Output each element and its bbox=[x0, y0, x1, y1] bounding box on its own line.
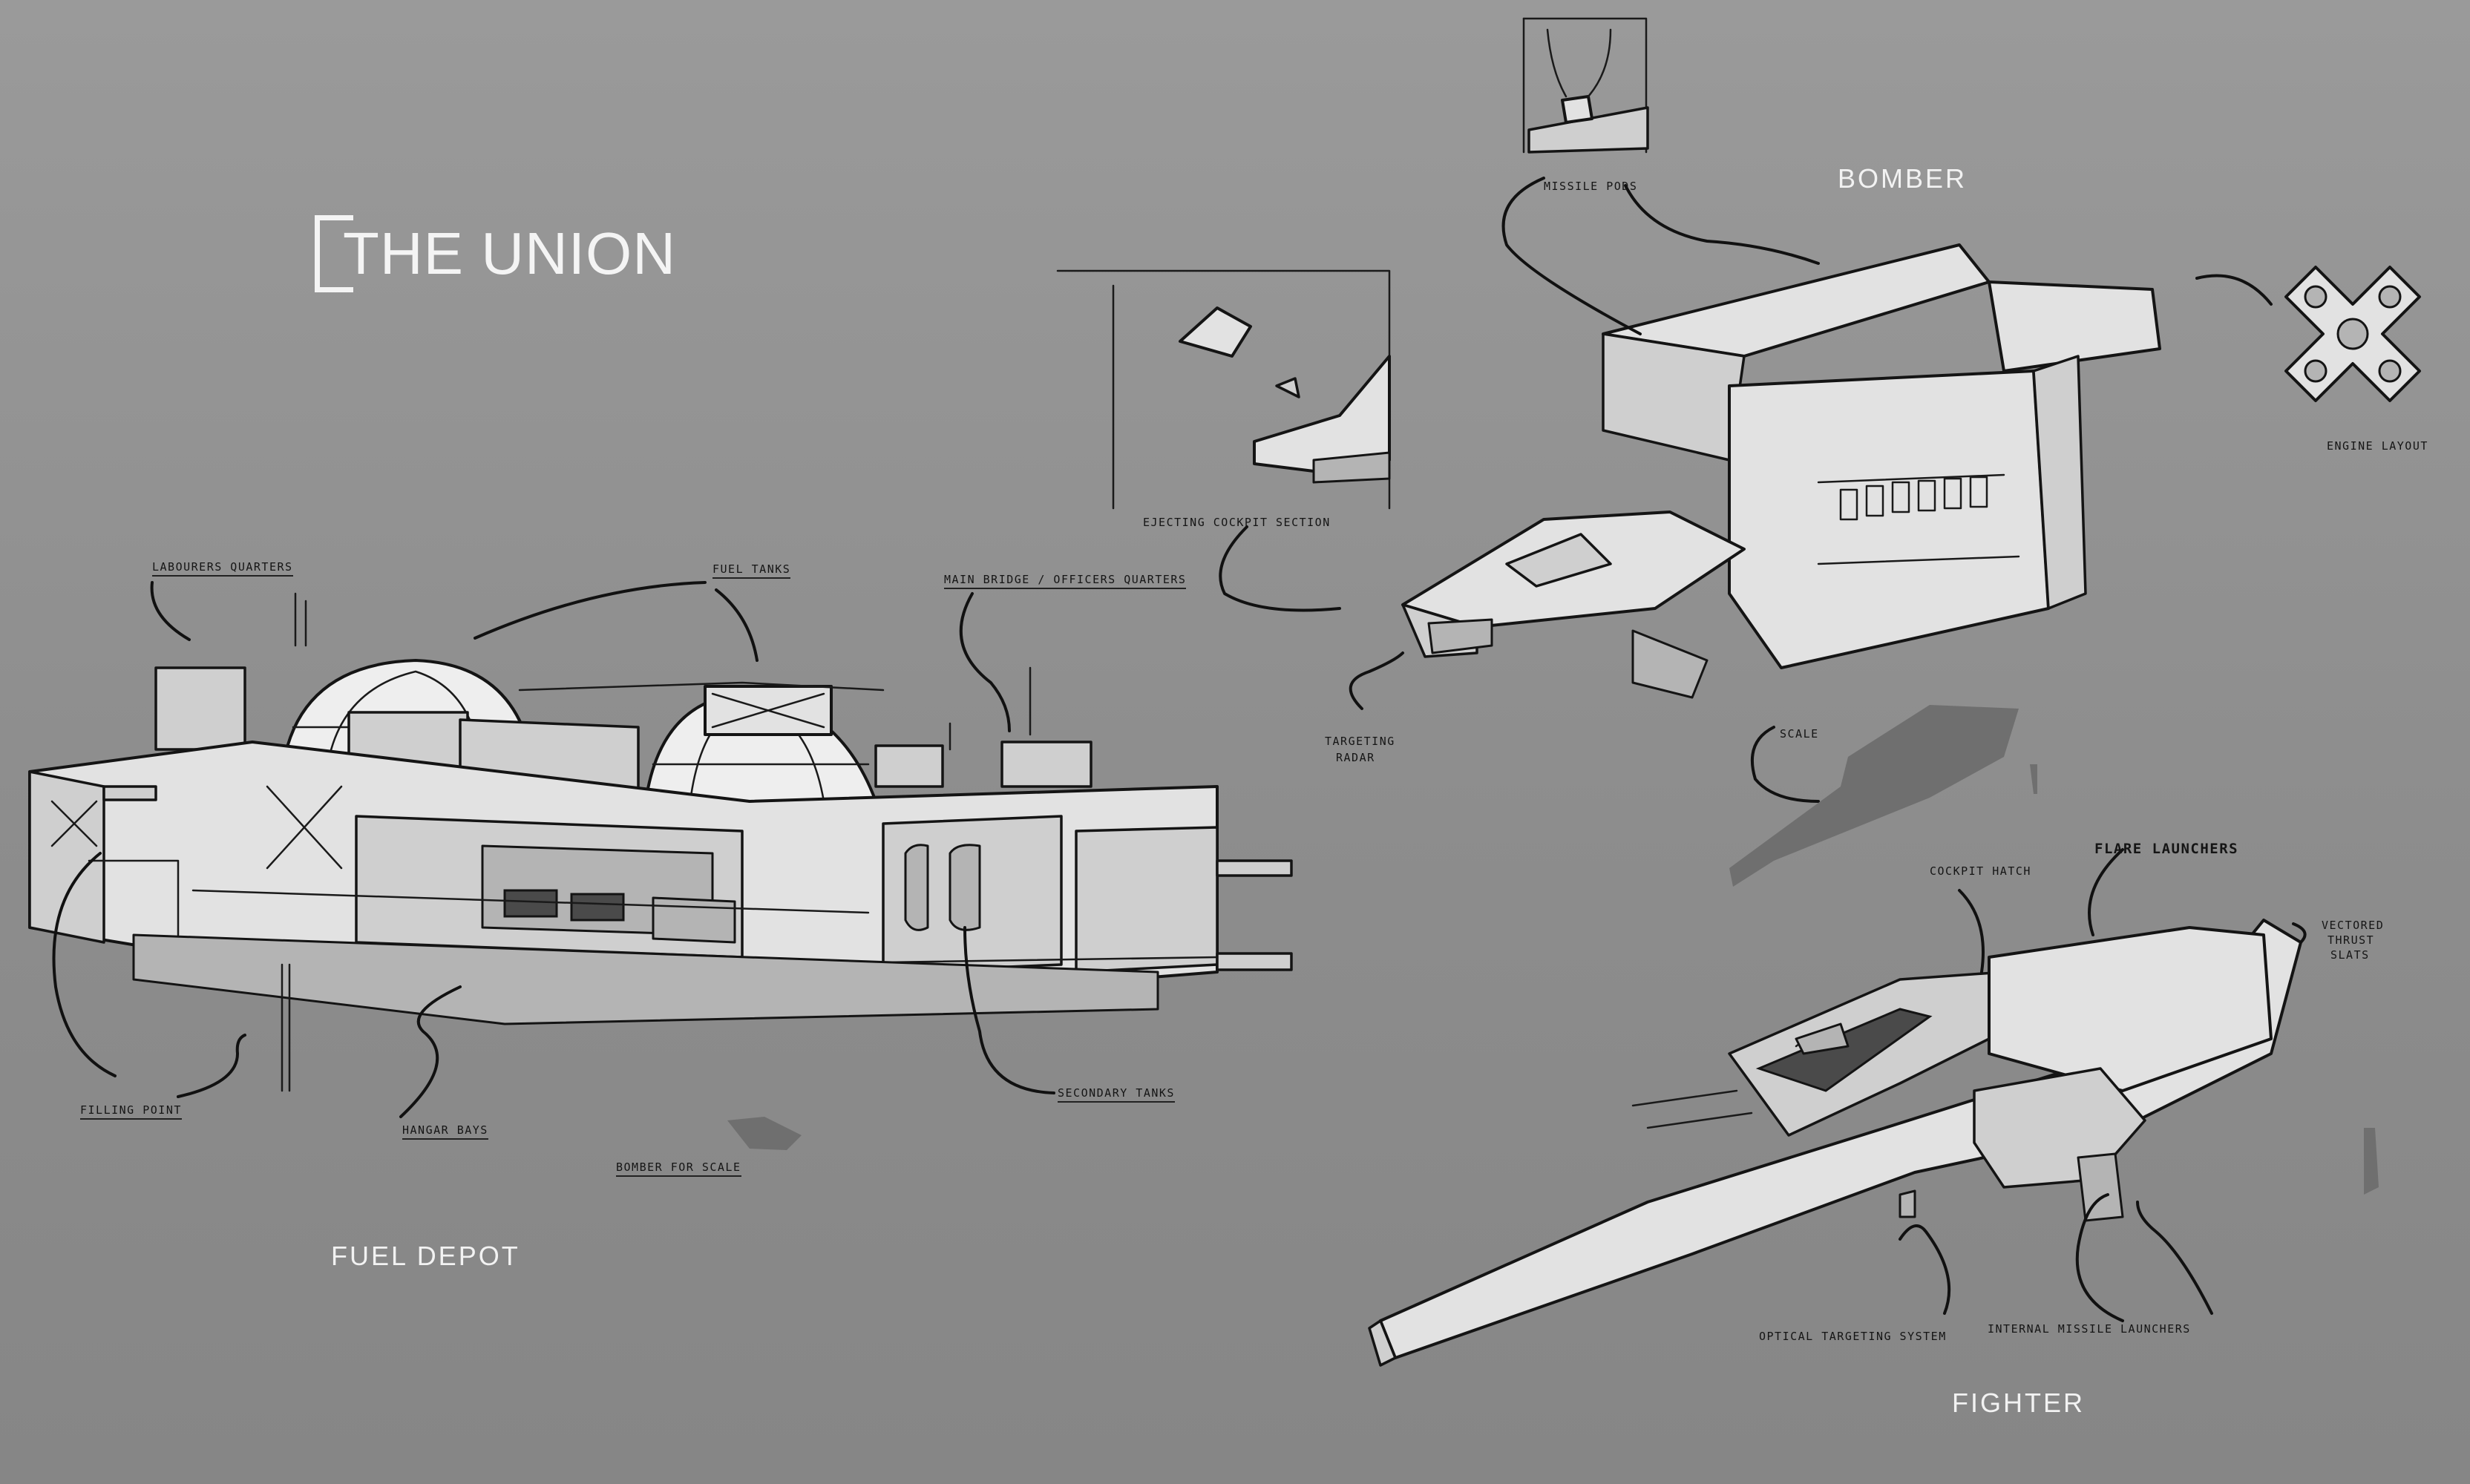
note-filling-point: FILLING POINT bbox=[80, 1103, 182, 1120]
note-missile-pods: MISSILE PODS bbox=[1544, 180, 1638, 193]
bomber-sketch bbox=[1219, 177, 2161, 887]
note-engine-layout: ENGINE LAYOUT bbox=[2327, 439, 2428, 453]
fuel-depot-sketch bbox=[28, 581, 1293, 1150]
note-vectored-line2: THRUST bbox=[2328, 933, 2375, 947]
note-ejecting-cockpit: EJECTING COCKPIT SECTION bbox=[1143, 516, 1331, 529]
bomber-title: BOMBER bbox=[1838, 163, 1968, 194]
note-bomber-for-scale: BOMBER FOR SCALE bbox=[616, 1160, 741, 1177]
note-labourers-quarters: LABOURERS QUARTERS bbox=[152, 560, 293, 577]
note-optical-targeting: OPTICAL TARGETING SYSTEM bbox=[1759, 1330, 1947, 1343]
logo-bracket bbox=[315, 215, 353, 292]
note-vectored-line1: VECTORED bbox=[2322, 919, 2385, 932]
ejecting-cockpit-inset bbox=[1056, 269, 1391, 510]
note-secondary-tanks: SECONDARY TANKS bbox=[1058, 1086, 1175, 1103]
note-targeting-line1: TARGETING bbox=[1325, 735, 1395, 748]
note-scale: SCALE bbox=[1780, 727, 1819, 741]
fighter-sketch bbox=[1368, 848, 2379, 1367]
logo-title: THE UNION bbox=[343, 220, 676, 286]
fuel-depot-title: FUEL DEPOT bbox=[331, 1241, 520, 1271]
engine-layout-diagram bbox=[2195, 266, 2421, 402]
union-logo: THE UNION bbox=[315, 215, 686, 304]
note-fuel-tanks: FUEL TANKS bbox=[712, 562, 791, 579]
note-internal-missile: INTERNAL MISSILE LAUNCHERS bbox=[1988, 1322, 2191, 1336]
fighter-title: FIGHTER bbox=[1952, 1388, 2085, 1418]
note-targeting-line2: RADAR bbox=[1336, 751, 1375, 764]
note-hangar-bays: HANGAR BAYS bbox=[402, 1123, 488, 1140]
note-cockpit-hatch: COCKPIT HATCH bbox=[1930, 864, 2031, 878]
missile-pod-inset bbox=[1522, 17, 1649, 154]
note-main-bridge: MAIN BRIDGE / OFFICERS QUARTERS bbox=[944, 573, 1187, 589]
note-flare-launchers: FLARE LAUNCHERS bbox=[2094, 841, 2239, 857]
note-vectored-line3: SLATS bbox=[2330, 948, 2370, 962]
